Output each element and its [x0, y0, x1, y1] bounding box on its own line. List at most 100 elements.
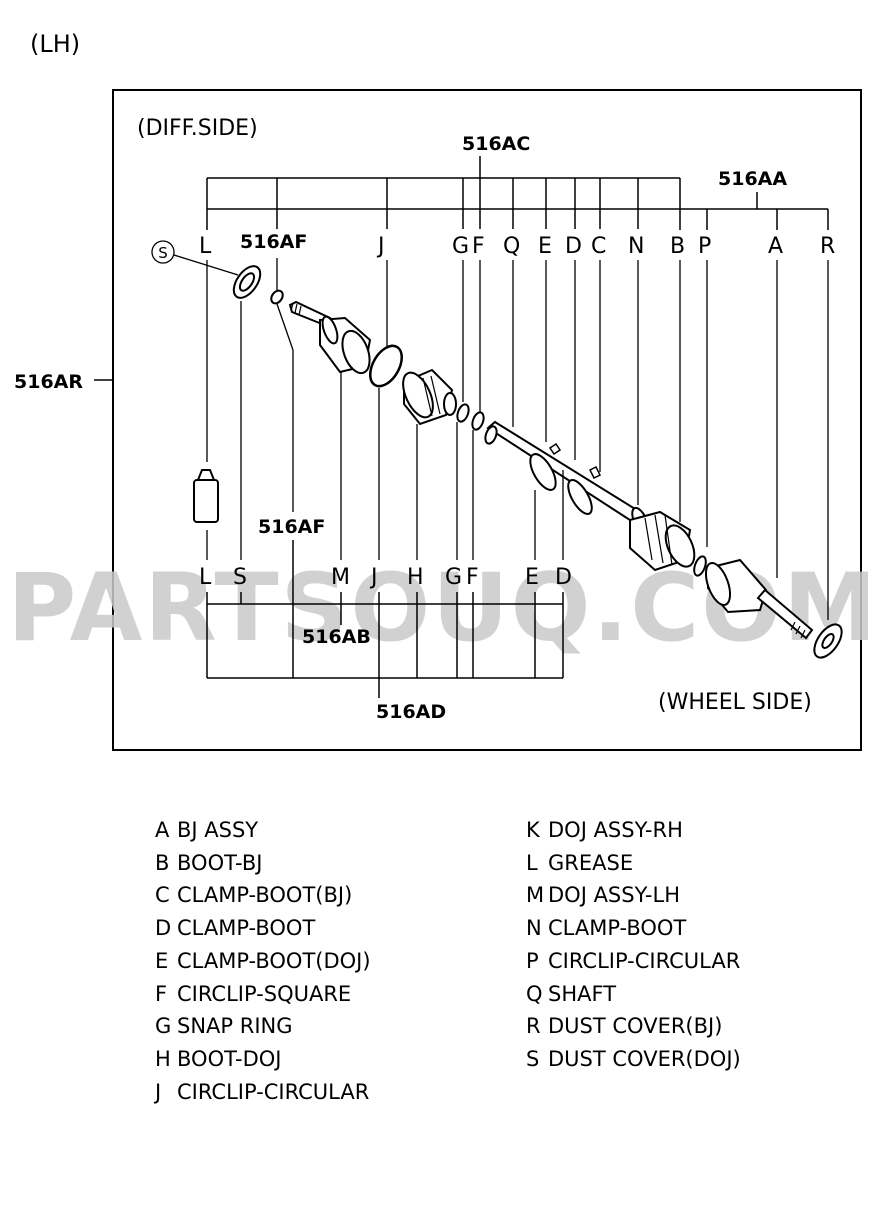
legend-item: E CLAMP-BOOT(DOJ)	[155, 945, 371, 978]
legend-text: CLAMP-BOOT	[548, 916, 687, 941]
legend-text: CIRCLIP-CIRCULAR	[548, 948, 741, 973]
legend-code: M	[526, 883, 545, 908]
legend-code: Q	[526, 981, 543, 1006]
group-label-516ad: 516AD	[376, 701, 446, 723]
legend-text: SNAP RING	[177, 1014, 293, 1039]
legend-item: A BJ ASSY	[155, 814, 371, 847]
group-label-516ab: 516AB	[302, 626, 371, 648]
top-letter-l: L	[199, 234, 212, 259]
legend-code: G	[155, 1014, 172, 1039]
snap-ring-g-part	[456, 403, 470, 423]
clamp-boot-doj-e-part	[529, 453, 557, 491]
legend-code: F	[155, 981, 168, 1006]
legend-text: CLAMP-BOOT(BJ)	[177, 883, 353, 908]
legend-code: K	[526, 818, 540, 842]
top-letter-c: C	[591, 234, 606, 259]
stub-splines	[290, 302, 302, 316]
wheel-side-label: (WHEEL SIDE)	[658, 690, 812, 715]
bottom-letter-f: F	[466, 565, 479, 590]
legend-text: GREASE	[548, 850, 634, 875]
side-tag: (LH)	[30, 30, 80, 58]
legend-code: H	[155, 1046, 171, 1071]
group-label-516af-bottom: 516AF	[258, 516, 325, 538]
top-letter-a: A	[768, 234, 783, 259]
dust-cover-doj-part	[232, 265, 262, 299]
legend-text: SHAFT	[548, 981, 617, 1006]
group-label-516aa: 516AA	[718, 168, 787, 190]
bottom-letter-m: M	[331, 565, 350, 590]
clamp-boot-d-part	[567, 479, 593, 515]
legend-code: C	[155, 883, 170, 908]
drive-shaft-parts	[193, 265, 843, 659]
bottom-letter-e: E	[525, 565, 539, 590]
legend-text: DUST COVER(DOJ)	[548, 1046, 741, 1071]
legend-code: N	[526, 916, 542, 941]
legend-text: CIRCLIP-CIRCULAR	[177, 1079, 370, 1104]
circlip-square-f-part	[471, 411, 485, 431]
clamp-boot-bj-c-part	[588, 465, 602, 480]
shaft-q-part	[486, 420, 642, 524]
bottom-letter-d: D	[555, 565, 572, 590]
top-letter-j: J	[376, 234, 385, 259]
top-letter-e: E	[538, 234, 552, 259]
diagram-frame	[112, 89, 862, 751]
bottom-brackets	[206, 540, 564, 698]
dust-cover-bj-part	[813, 623, 843, 659]
legend-item: C CLAMP-BOOT(BJ)	[155, 879, 371, 912]
legend-text: DOJ ASSY-LH	[548, 883, 680, 908]
legend-code: B	[155, 850, 170, 875]
legend-code: J	[155, 1079, 162, 1104]
diff-side-label: (DIFF.SIDE)	[137, 116, 258, 141]
bj-assy-part	[704, 558, 814, 640]
callout-s-leader	[173, 254, 239, 276]
group-label-516ar: 516AR	[14, 371, 83, 393]
legend-item: F CIRCLIP-SQUARE	[155, 978, 371, 1011]
legend-text: BJ ASSY	[177, 818, 259, 842]
circlip-p-part	[693, 555, 707, 577]
top-letter-g: G	[452, 234, 469, 259]
legend-code: S	[526, 1046, 540, 1071]
small-ring-part	[270, 289, 284, 305]
legend-code: A	[155, 818, 170, 842]
top-letter-q: Q	[503, 234, 520, 259]
legend-item: J CIRCLIP-CIRCULAR	[155, 1076, 371, 1109]
top-letter-p: P	[698, 234, 711, 259]
bottom-letter-row: L S M J H G F E D	[199, 565, 572, 590]
legend-text: BOOT-DOJ	[177, 1046, 282, 1071]
top-letter-r: R	[820, 234, 835, 259]
bottom-leaders	[206, 301, 564, 560]
boot-doj-part	[402, 368, 457, 426]
legend-code: E	[155, 948, 169, 973]
legend-code: P	[526, 948, 539, 973]
top-letter-d: D	[565, 234, 582, 259]
top-leaders	[206, 258, 829, 620]
group-label-516ac: 516AC	[462, 133, 530, 155]
circlip-j-part	[369, 344, 403, 388]
legend-text: CIRCLIP-SQUARE	[177, 981, 352, 1006]
top-letter-row: L J G F Q E D C N B P A R	[199, 234, 835, 259]
bottom-letter-l: L	[199, 565, 212, 590]
top-letter-f: F	[472, 234, 485, 259]
legend-text: CLAMP-BOOT	[177, 916, 316, 941]
legend-item: B BOOT-BJ	[155, 847, 371, 880]
top-brackets	[206, 156, 829, 230]
group-label-516af-top: 516AF	[240, 231, 307, 253]
legend-text: BOOT-BJ	[177, 850, 263, 875]
legend-text: CLAMP-BOOT(DOJ)	[177, 948, 371, 973]
top-letter-b: B	[670, 234, 685, 259]
legend-text: DUST COVER(BJ)	[548, 1014, 723, 1039]
bottom-letter-h: H	[407, 565, 424, 590]
legend-code: D	[155, 916, 172, 941]
grease-tube-part	[193, 469, 219, 523]
